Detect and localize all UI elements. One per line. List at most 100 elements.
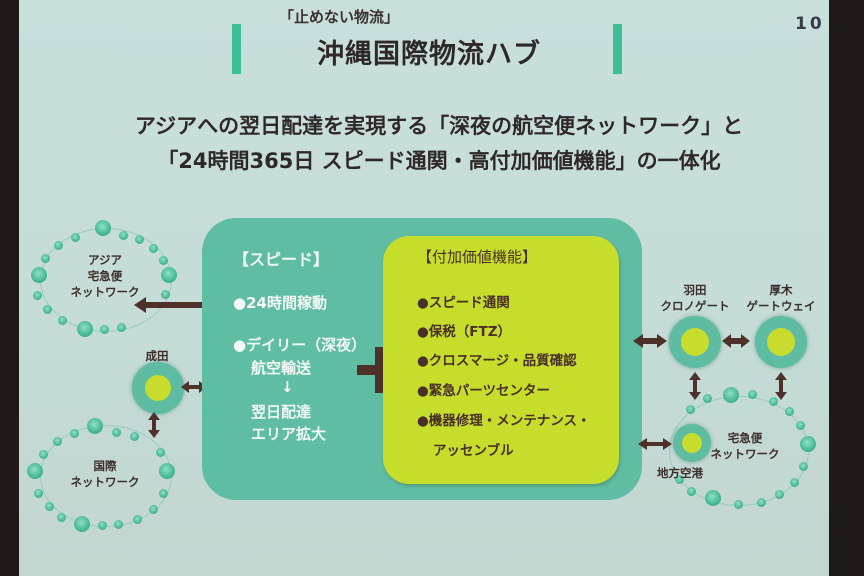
narita-hub-icon xyxy=(132,362,184,414)
label-line: ネットワーク xyxy=(710,447,780,461)
network-node-small xyxy=(135,235,144,244)
network-node-small xyxy=(748,390,757,399)
network-node-small xyxy=(734,500,743,509)
network-node-small xyxy=(785,407,794,416)
network-node-small xyxy=(41,254,50,263)
network-node-small xyxy=(70,429,79,438)
network-node xyxy=(159,463,175,479)
network-node-small xyxy=(757,498,766,507)
domestic-network-label: 宅急便 ネットワーク xyxy=(705,430,785,462)
network-node-small xyxy=(98,521,107,530)
double-arrow-icon xyxy=(181,381,207,393)
network-node-small xyxy=(675,475,684,484)
network-node xyxy=(705,490,721,506)
regional-airport-label: 地方空港 xyxy=(657,466,703,480)
network-node-small xyxy=(58,316,67,325)
network-node-small xyxy=(769,397,778,406)
network-node xyxy=(87,418,103,434)
label-line: ネットワーク xyxy=(70,285,140,299)
double-arrow-icon xyxy=(775,372,787,400)
network-node-small xyxy=(100,325,109,334)
atsugi-hub-icon xyxy=(755,316,807,368)
network-node xyxy=(95,220,111,236)
network-node-small xyxy=(775,490,784,499)
plus-icon xyxy=(375,347,385,393)
speed-item: 航空輸送 xyxy=(251,359,312,377)
value-item: ●保税（FTZ） xyxy=(417,324,511,340)
network-node-small xyxy=(39,450,48,459)
network-node xyxy=(161,267,177,283)
network-node-small xyxy=(117,323,126,332)
slide: 「止めない物流」 沖縄国際物流ハブ 10 アジアへの翌日配達を実現する「深夜の航… xyxy=(19,0,829,576)
asia-network-label: アジア 宅急便 ネットワーク xyxy=(65,252,145,300)
value-added-heading: 【付加価値機能】 xyxy=(417,248,538,266)
network-node-small xyxy=(71,233,80,242)
value-item: ●クロスマージ・品質確認 xyxy=(417,353,577,369)
title-accent-bar-right xyxy=(613,24,622,74)
network-node-small xyxy=(45,502,54,511)
label-line: 厚木 xyxy=(769,283,793,297)
network-node xyxy=(77,321,93,337)
value-added-box xyxy=(383,236,619,484)
network-node-small xyxy=(112,428,121,437)
lead-line-2: 「24時間365日 スピード通関・高付加価値機能」の一体化 xyxy=(157,149,721,173)
double-arrow-icon xyxy=(722,334,750,348)
network-node-small xyxy=(57,513,66,522)
value-item: ●スピード通関 xyxy=(417,295,510,311)
label-line: 宅急便 xyxy=(87,269,123,283)
down-arrow-icon: ↓ xyxy=(281,378,294,396)
network-node-small xyxy=(130,432,139,441)
network-node xyxy=(800,436,816,452)
network-node-small xyxy=(43,305,52,314)
speed-item: エリア拡大 xyxy=(251,425,327,443)
label-line: 羽田 xyxy=(683,283,707,297)
slide-subtitle: 「止めない物流」 xyxy=(278,8,399,26)
network-node-small xyxy=(703,394,712,403)
network-node-small xyxy=(796,421,805,430)
intl-network-label: 国際 ネットワーク xyxy=(65,458,145,490)
double-arrow-icon xyxy=(638,438,672,450)
label-line: ゲートウェイ xyxy=(746,299,816,313)
network-node xyxy=(74,516,90,532)
regional-airport-hub-icon xyxy=(673,424,711,462)
network-node-small xyxy=(790,478,799,487)
value-item: ●緊急パーツセンター xyxy=(417,383,551,399)
network-node-small xyxy=(686,405,695,414)
atsugi-label: 厚木 ゲートウェイ xyxy=(741,282,821,314)
network-node-small xyxy=(161,290,170,299)
double-arrow-icon xyxy=(689,372,701,400)
title-accent-bar-left xyxy=(232,24,241,74)
haneda-hub-icon xyxy=(669,316,721,368)
network-node-small xyxy=(54,241,63,250)
label-line: 国際 xyxy=(93,459,117,473)
label-line: 宅急便 xyxy=(727,431,763,445)
label-line: ネットワーク xyxy=(70,475,140,489)
double-arrow-icon xyxy=(148,412,160,438)
value-item: ●機器修理・メンテナンス・ xyxy=(417,413,591,429)
network-node-small xyxy=(149,505,158,514)
slide-title: 沖縄国際物流ハブ xyxy=(317,39,541,70)
double-arrow-icon xyxy=(134,297,216,313)
double-arrow-icon xyxy=(633,334,667,348)
network-node-small xyxy=(119,231,128,240)
network-node-small xyxy=(34,489,43,498)
value-item: アッセンブル xyxy=(433,443,514,459)
network-node-small xyxy=(33,291,42,300)
network-node-small xyxy=(159,489,168,498)
speed-item: ●デイリー（深夜） xyxy=(233,336,367,354)
speed-item: ●24時間稼動 xyxy=(233,294,327,312)
label-line: アジア xyxy=(87,253,123,267)
page-number: 10 xyxy=(795,14,825,34)
network-node-small xyxy=(687,487,696,496)
speed-heading: 【スピード】 xyxy=(233,250,330,269)
network-node-small xyxy=(159,256,168,265)
network-node xyxy=(31,267,47,283)
network-node-small xyxy=(156,448,165,457)
haneda-label: 羽田 クロノゲート xyxy=(655,282,735,314)
speed-item: 翌日配達 xyxy=(251,403,312,421)
label-line: クロノゲート xyxy=(660,299,730,313)
network-node xyxy=(27,463,43,479)
network-node-small xyxy=(53,437,62,446)
narita-label: 成田 xyxy=(145,349,169,363)
network-node-small xyxy=(149,244,158,253)
